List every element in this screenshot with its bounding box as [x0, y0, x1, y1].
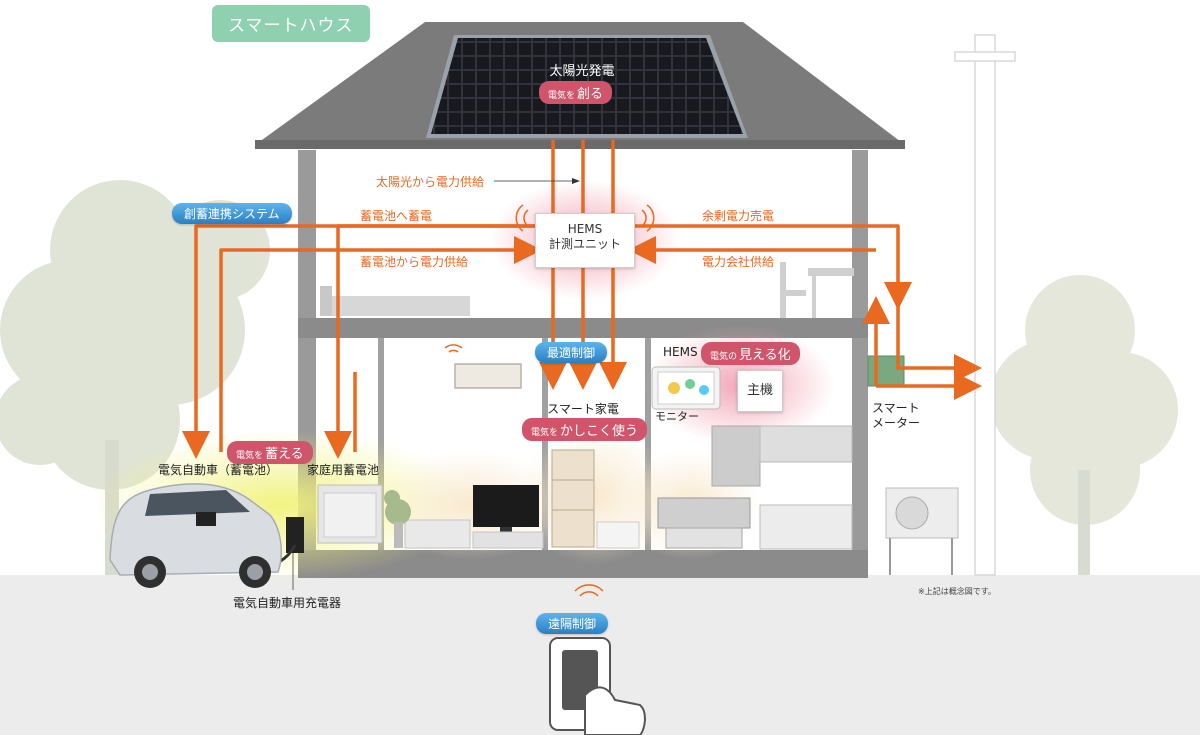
plant [384, 490, 411, 548]
sofa [404, 519, 471, 549]
hems-vis-label: HEMS [663, 345, 698, 359]
smart-appliances-tag: 電気をかしこく使う [522, 418, 648, 441]
home-battery-label: 家庭用蓄電池 [307, 463, 380, 477]
electric-car [109, 483, 283, 588]
from-battery-label: 蓄電池から電力供給 [360, 255, 469, 269]
monitor-label: モニター [655, 410, 699, 423]
outdoor-unit [885, 487, 959, 575]
chair-table [780, 262, 854, 318]
monitor-device [651, 366, 721, 410]
solar-tag: 電気を創る [539, 81, 613, 104]
eave [255, 140, 905, 149]
smartphone [549, 637, 646, 735]
ev-charger [286, 517, 304, 553]
solar-title: 太陽光発電 [549, 64, 615, 79]
air-conditioner [454, 363, 522, 389]
remote-control-label: 遠隔制御 [536, 613, 609, 634]
optimal-control-label: 最適制御 [535, 342, 608, 363]
charger-label: 電気自動車用充電器 [233, 596, 342, 610]
disclaimer-note: ※上記は概念図です。 [918, 587, 996, 596]
store-tag: 電気を蓄える [227, 441, 313, 464]
wifi-icons [444, 204, 655, 597]
page-title: スマートハウス [212, 5, 370, 42]
refrigerator [551, 449, 595, 548]
hems-vis-tag: 電気の見える化 [701, 342, 800, 365]
utility-pole [954, 34, 1016, 576]
to-battery-label: 蓄電池へ蓄電 [360, 209, 433, 223]
energy-flow-arrows [182, 140, 982, 459]
kitchen [657, 425, 853, 550]
television [473, 485, 539, 533]
ev-label: 電気自動車（蓄電池） [158, 463, 279, 477]
smart-meter-label: スマートメーター [872, 401, 921, 430]
bed [320, 286, 470, 316]
right-tree [990, 275, 1178, 575]
solar-supply-label: 太陽光から電力供給 [376, 175, 485, 189]
utility-supply-label: 電力会社供給 [702, 255, 775, 269]
washing-machine [596, 521, 640, 549]
main-unit: 主機 [737, 370, 783, 412]
surplus-sale-label: 余剰電力売電 [702, 209, 775, 223]
right-column [852, 150, 868, 578]
smart-appliances-label: スマート家電 [547, 402, 619, 416]
system-label: 創蓄連携システム [172, 203, 292, 224]
home-battery [317, 484, 383, 544]
